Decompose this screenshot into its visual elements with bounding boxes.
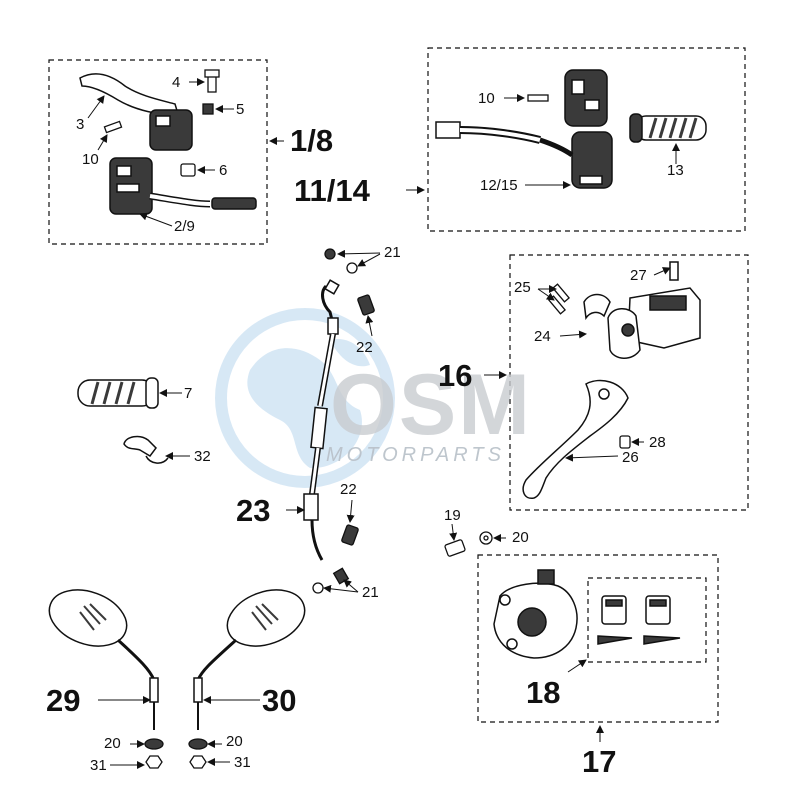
label-part-20a: 20 <box>512 529 529 546</box>
bolt-4 <box>204 69 220 93</box>
watermark-globe <box>215 308 395 488</box>
group-box-11-14 <box>427 47 746 232</box>
switch-housing-2-9 <box>109 157 257 215</box>
group-box-1-8 <box>48 59 268 245</box>
sleeve-6 <box>180 163 196 177</box>
lever-26 <box>522 379 629 499</box>
label-part-31b: 31 <box>234 754 251 771</box>
label-group-17: 17 <box>582 744 617 779</box>
watermark-sub: MOTORPARTS <box>326 444 505 466</box>
brake-lever-left <box>79 73 193 151</box>
caliper-17 <box>493 569 578 659</box>
label-part-31a: 31 <box>90 757 107 774</box>
label-part-24: 24 <box>534 328 551 345</box>
switch-lower-12-15 <box>571 131 613 189</box>
label-part-27: 27 <box>630 267 647 284</box>
label-part-20b: 20 <box>104 735 121 752</box>
label-part-21a: 21 <box>384 244 401 261</box>
label-part-19: 19 <box>444 507 461 524</box>
label-part-21b: 21 <box>362 584 379 601</box>
washer-20a <box>479 531 493 545</box>
label-group-16: 16 <box>438 358 473 393</box>
label-part-3: 3 <box>76 116 85 133</box>
label-part-22a: 22 <box>356 339 373 356</box>
washer-21a <box>324 248 358 274</box>
label-part-7: 7 <box>184 385 193 402</box>
leader-lines <box>87 78 680 769</box>
clamp-32 <box>123 435 169 464</box>
label-part-5: 5 <box>236 101 245 118</box>
watermark-brand: OSM <box>330 357 532 453</box>
label-part-22b: 22 <box>340 481 357 498</box>
washer-21b <box>312 567 350 594</box>
bushing-28 <box>619 435 631 449</box>
label-group-11-14: 11/14 <box>294 173 370 208</box>
label-part-13: 13 <box>667 162 684 179</box>
switch-upper <box>564 69 608 127</box>
label-part-28: 28 <box>649 434 666 451</box>
nuts-31 <box>145 755 207 769</box>
nut-5 <box>202 103 214 115</box>
label-group-23: 23 <box>236 493 271 528</box>
label-part-2-9: 2/9 <box>174 218 195 235</box>
grip-13 <box>629 113 707 143</box>
mirror-29 <box>48 589 159 730</box>
group-box-16 <box>509 254 749 511</box>
label-part-20c: 20 <box>226 733 243 750</box>
label-part-12-15: 12/15 <box>480 177 518 194</box>
group-box-18 <box>587 577 707 663</box>
label-part-6: 6 <box>219 162 228 179</box>
label-part-4: 4 <box>172 74 181 91</box>
label-part-10b: 10 <box>478 90 495 107</box>
brake-hose-23 <box>303 279 340 561</box>
label-part-26: 26 <box>622 449 639 466</box>
banjo-bolt-22b <box>341 524 359 546</box>
label-group-1-8: 1/8 <box>290 123 334 158</box>
mirror-30 <box>193 589 306 730</box>
banjo-bolt-22a <box>357 294 375 316</box>
label-group-30: 30 <box>262 683 297 718</box>
bolt-19 <box>444 539 466 557</box>
master-cylinder-16 <box>607 261 701 359</box>
clamp-24 <box>583 293 611 321</box>
label-part-25: 25 <box>514 279 531 296</box>
screw-10a <box>103 120 123 134</box>
wiring-harness <box>435 121 574 158</box>
group-box-17 <box>477 554 719 723</box>
label-group-29: 29 <box>46 683 81 718</box>
label-group-18: 18 <box>526 675 561 710</box>
grip-7 <box>77 377 159 409</box>
brake-pads-18 <box>597 595 681 645</box>
washers-20 <box>144 738 208 750</box>
screw-10b <box>527 94 549 102</box>
label-part-32: 32 <box>194 448 211 465</box>
label-part-10a: 10 <box>82 151 99 168</box>
